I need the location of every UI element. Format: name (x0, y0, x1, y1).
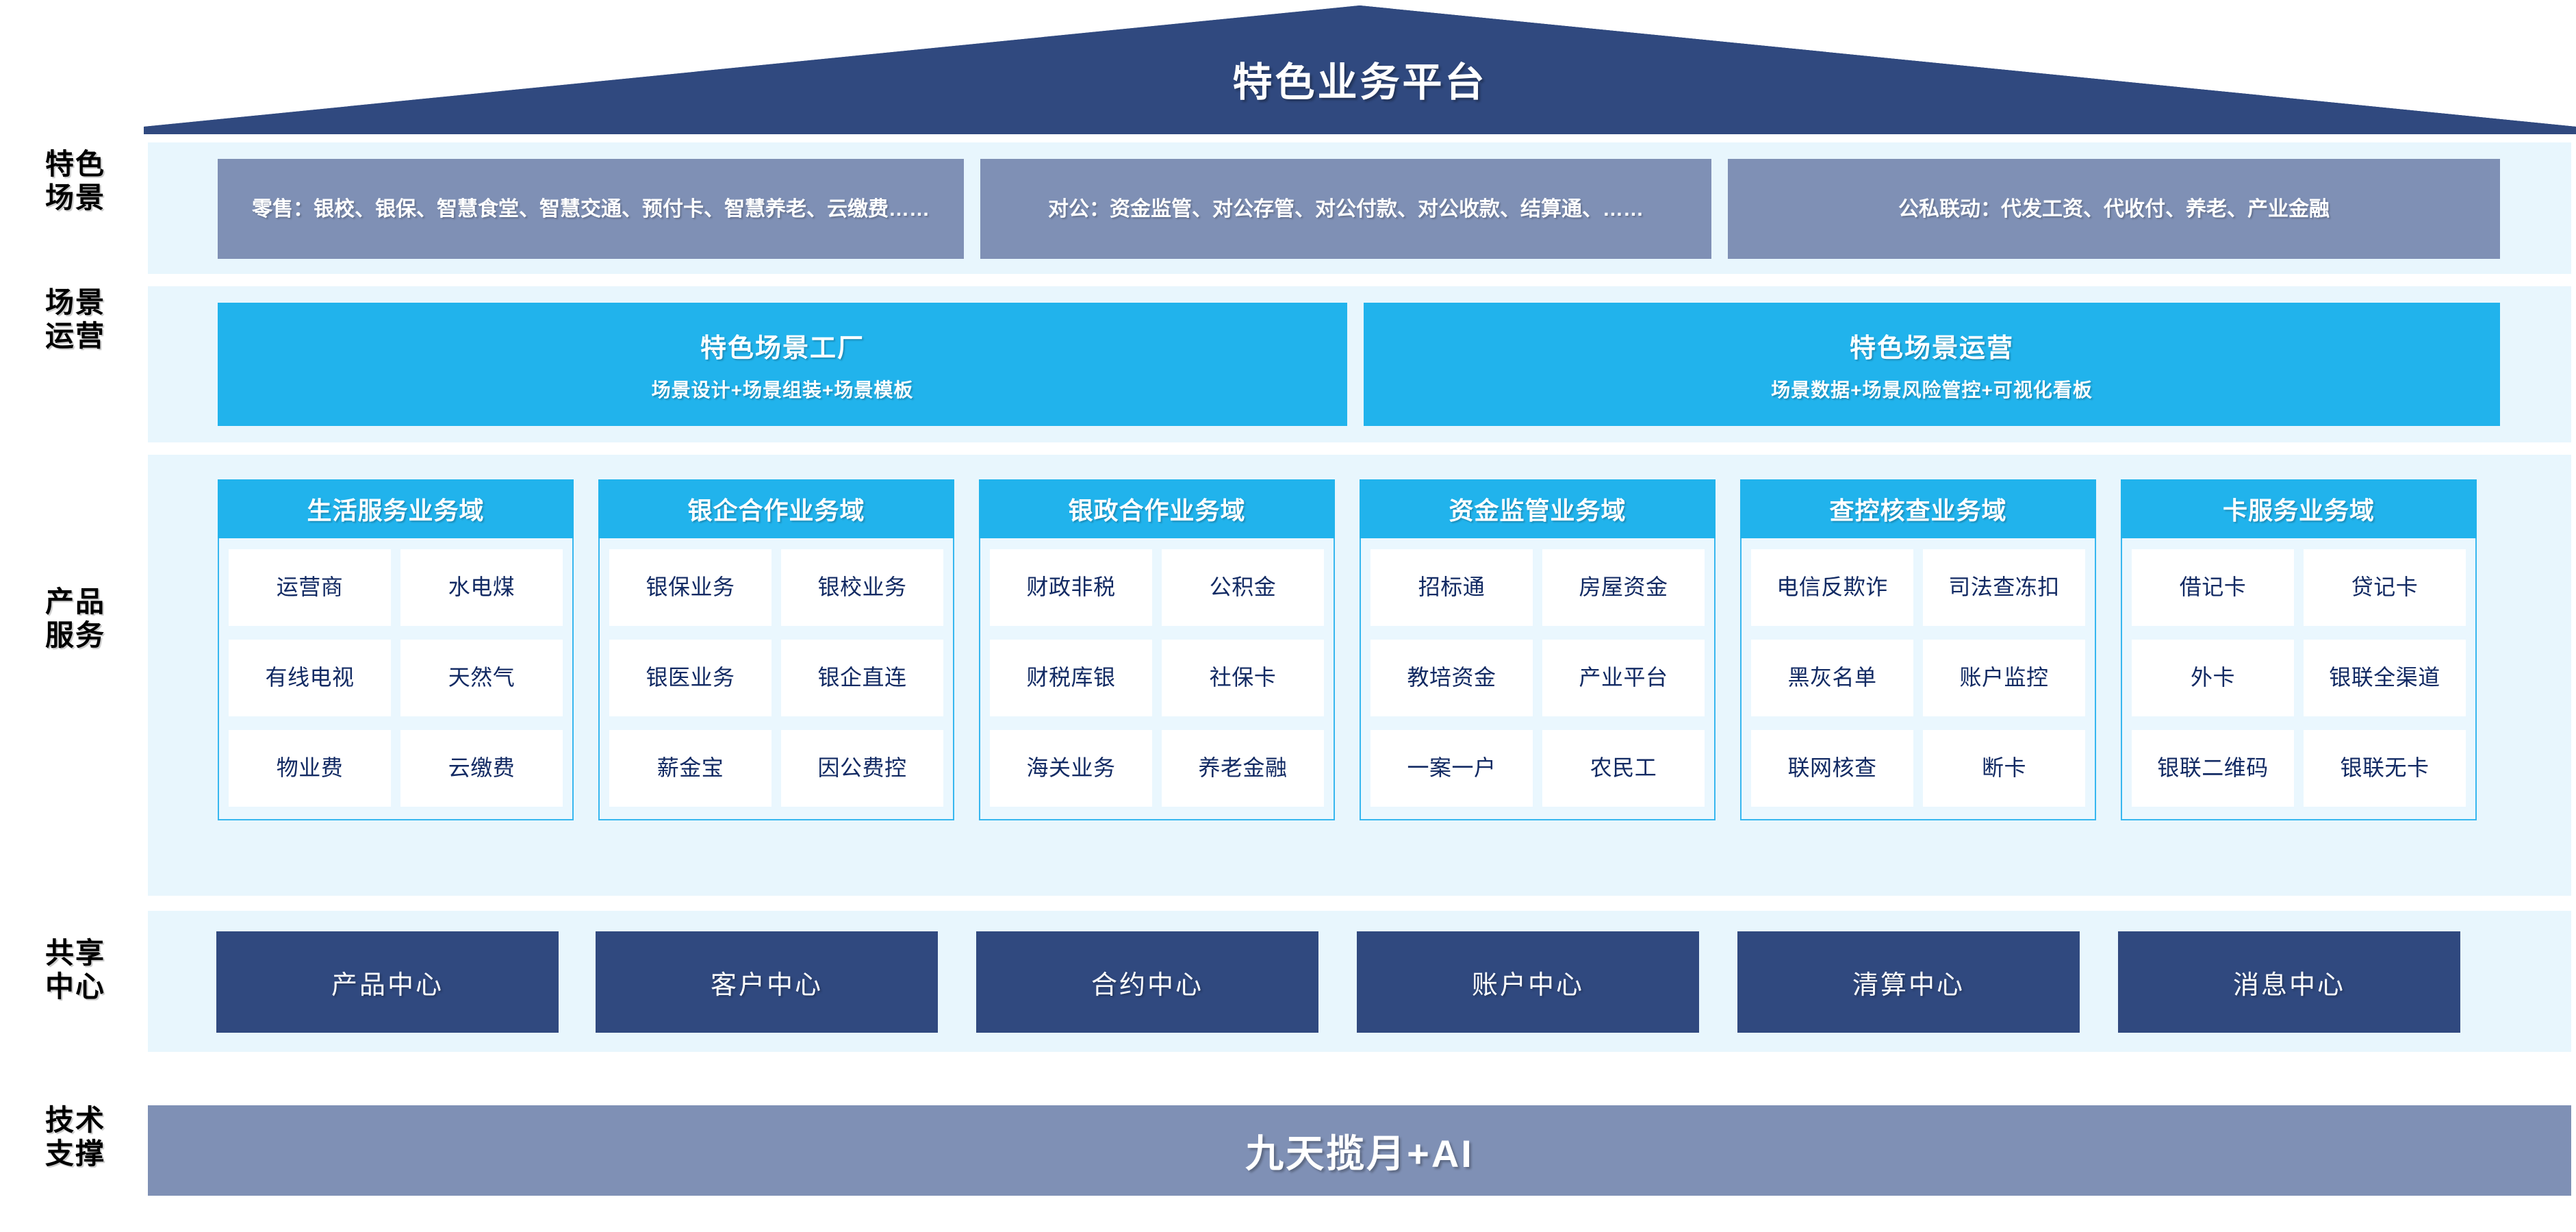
domain-item[interactable]: 联网核查 (1751, 730, 1913, 807)
domain-item[interactable]: 水电煤 (400, 549, 563, 626)
domain-item[interactable]: 银保业务 (609, 549, 771, 626)
rail-label-products-line2: 服务 (44, 618, 105, 651)
domain-item[interactable]: 贷记卡 (2304, 549, 2466, 626)
domain-item[interactable]: 账户监控 (1923, 640, 2085, 716)
domain-title-fund-supervision: 资金监管业务域 (1360, 479, 1716, 538)
domain-item[interactable]: 运营商 (229, 549, 391, 626)
domain-item[interactable]: 银联全渠道 (2304, 640, 2466, 716)
scene-box-corporate: 对公：资金监管、对公存管、对公付款、对公收款、结算通、…… (980, 159, 1711, 259)
domain-body-card-service: 借记卡 贷记卡 外卡 银联全渠道 银联二维码 银联无卡 (2121, 538, 2477, 820)
domain-body-bank-enterprise: 银保业务 银校业务 银医业务 银企直连 薪金宝 因公费控 (598, 538, 954, 820)
domain-title-life-service: 生活服务业务域 (218, 479, 574, 538)
platform-roof: 特色业务平台 (144, 0, 2576, 134)
roof-shape-icon (144, 5, 2576, 134)
operation-factory-title: 特色场景工厂 (700, 334, 865, 363)
domain-column-investigation: 查控核查业务域 电信反欺诈 司法查冻扣 黑灰名单 账户监控 联网核查 断卡 (1740, 479, 2096, 820)
domain-item[interactable]: 银企直连 (781, 640, 943, 716)
domain-item[interactable]: 房屋资金 (1542, 549, 1705, 626)
rail-label-scenes-line2: 场景 (44, 181, 105, 214)
domain-item[interactable]: 产业平台 (1542, 640, 1705, 716)
domain-title-bank-government: 银政合作业务域 (979, 479, 1335, 538)
domain-item[interactable]: 外卡 (2132, 640, 2294, 716)
domain-item[interactable]: 农民工 (1542, 730, 1705, 807)
domain-item[interactable]: 财政非税 (990, 549, 1152, 626)
rail-label-scenes: 特色 场景 (14, 148, 137, 214)
domain-item[interactable]: 招标通 (1370, 549, 1533, 626)
operation-box-runtime: 特色场景运营 场景数据+场景风险管控+可视化看板 (1364, 303, 2500, 426)
operation-runtime-subtitle: 场景数据+场景风险管控+可视化看板 (1771, 379, 2093, 401)
domain-title-investigation: 查控核查业务域 (1740, 479, 2096, 538)
rail-label-operations: 场景 运营 (14, 286, 137, 353)
domain-item[interactable]: 因公费控 (781, 730, 943, 807)
domain-column-bank-enterprise: 银企合作业务域 银保业务 银校业务 银医业务 银企直连 薪金宝 因公费控 (598, 479, 954, 820)
tech-support-banner: 九天揽月+AI (148, 1105, 2571, 1196)
operation-runtime-title: 特色场景运营 (1849, 334, 2014, 363)
rail-label-scenes-line1: 特色 (44, 148, 105, 180)
page-title: 特色业务平台 (1232, 60, 1488, 105)
scene-box-retail: 零售：银校、银保、智慧食堂、智慧交通、预付卡、智慧养老、云缴费…… (218, 159, 964, 259)
shared-center-contract[interactable]: 合约中心 (976, 931, 1318, 1033)
domain-item[interactable]: 有线电视 (229, 640, 391, 716)
domain-item[interactable]: 云缴费 (400, 730, 563, 807)
domain-column-bank-government: 银政合作业务域 财政非税 公积金 财税库银 社保卡 海关业务 养老金融 (979, 479, 1335, 820)
domain-item[interactable]: 海关业务 (990, 730, 1152, 807)
domain-item[interactable]: 一案一户 (1370, 730, 1533, 807)
domain-item[interactable]: 物业费 (229, 730, 391, 807)
rail-label-tech-line2: 支撑 (44, 1137, 105, 1170)
shared-center-message[interactable]: 消息中心 (2118, 931, 2460, 1033)
rail-label-operations-line2: 运营 (44, 319, 105, 352)
shared-center-settlement[interactable]: 清算中心 (1737, 931, 2080, 1033)
domain-item[interactable]: 养老金融 (1162, 730, 1324, 807)
rail-label-tech: 技术 支撑 (14, 1104, 137, 1170)
domain-body-life-service: 运营商 水电煤 有线电视 天然气 物业费 云缴费 (218, 538, 574, 820)
operation-factory-subtitle: 场景设计+场景组装+场景模板 (651, 379, 914, 401)
domain-item[interactable]: 银校业务 (781, 549, 943, 626)
shared-center-product[interactable]: 产品中心 (216, 931, 559, 1033)
domain-item[interactable]: 断卡 (1923, 730, 2085, 807)
rail-label-shared-line1: 共享 (44, 937, 105, 969)
domain-column-life-service: 生活服务业务域 运营商 水电煤 有线电视 天然气 物业费 云缴费 (218, 479, 574, 820)
scene-box-linkage: 公私联动：代发工资、代收付、养老、产业金融 (1728, 159, 2500, 259)
domain-body-investigation: 电信反欺诈 司法查冻扣 黑灰名单 账户监控 联网核查 断卡 (1740, 538, 2096, 820)
rail-label-shared-line2: 中心 (44, 970, 105, 1003)
operation-box-factory: 特色场景工厂 场景设计+场景组装+场景模板 (218, 303, 1347, 426)
domain-item[interactable]: 银医业务 (609, 640, 771, 716)
domain-item[interactable]: 薪金宝 (609, 730, 771, 807)
domain-item[interactable]: 天然气 (400, 640, 563, 716)
domain-item[interactable]: 黑灰名单 (1751, 640, 1913, 716)
rail-label-shared: 共享 中心 (14, 937, 137, 1003)
shared-center-customer[interactable]: 客户中心 (596, 931, 938, 1033)
domain-item[interactable]: 银联无卡 (2304, 730, 2466, 807)
shared-center-account[interactable]: 账户中心 (1357, 931, 1699, 1033)
domain-column-fund-supervision: 资金监管业务域 招标通 房屋资金 教培资金 产业平台 一案一户 农民工 (1360, 479, 1716, 820)
rail-label-products: 产品 服务 (14, 586, 137, 652)
rail-label-tech-line1: 技术 (44, 1104, 105, 1136)
domain-item[interactable]: 教培资金 (1370, 640, 1533, 716)
domain-item[interactable]: 借记卡 (2132, 549, 2294, 626)
domain-item[interactable]: 财税库银 (990, 640, 1152, 716)
domain-title-card-service: 卡服务业务域 (2121, 479, 2477, 538)
rail-label-operations-line1: 场景 (44, 286, 105, 318)
domain-item[interactable]: 公积金 (1162, 549, 1324, 626)
domain-item[interactable]: 司法查冻扣 (1923, 549, 2085, 626)
domain-body-bank-government: 财政非税 公积金 财税库银 社保卡 海关业务 养老金融 (979, 538, 1335, 820)
domain-item[interactable]: 电信反欺诈 (1751, 549, 1913, 626)
domain-item[interactable]: 银联二维码 (2132, 730, 2294, 807)
domain-item[interactable]: 社保卡 (1162, 640, 1324, 716)
domain-body-fund-supervision: 招标通 房屋资金 教培资金 产业平台 一案一户 农民工 (1360, 538, 1716, 820)
rail-label-products-line1: 产品 (44, 586, 105, 618)
domain-title-bank-enterprise: 银企合作业务域 (598, 479, 954, 538)
domain-column-card-service: 卡服务业务域 借记卡 贷记卡 外卡 银联全渠道 银联二维码 银联无卡 (2121, 479, 2477, 820)
